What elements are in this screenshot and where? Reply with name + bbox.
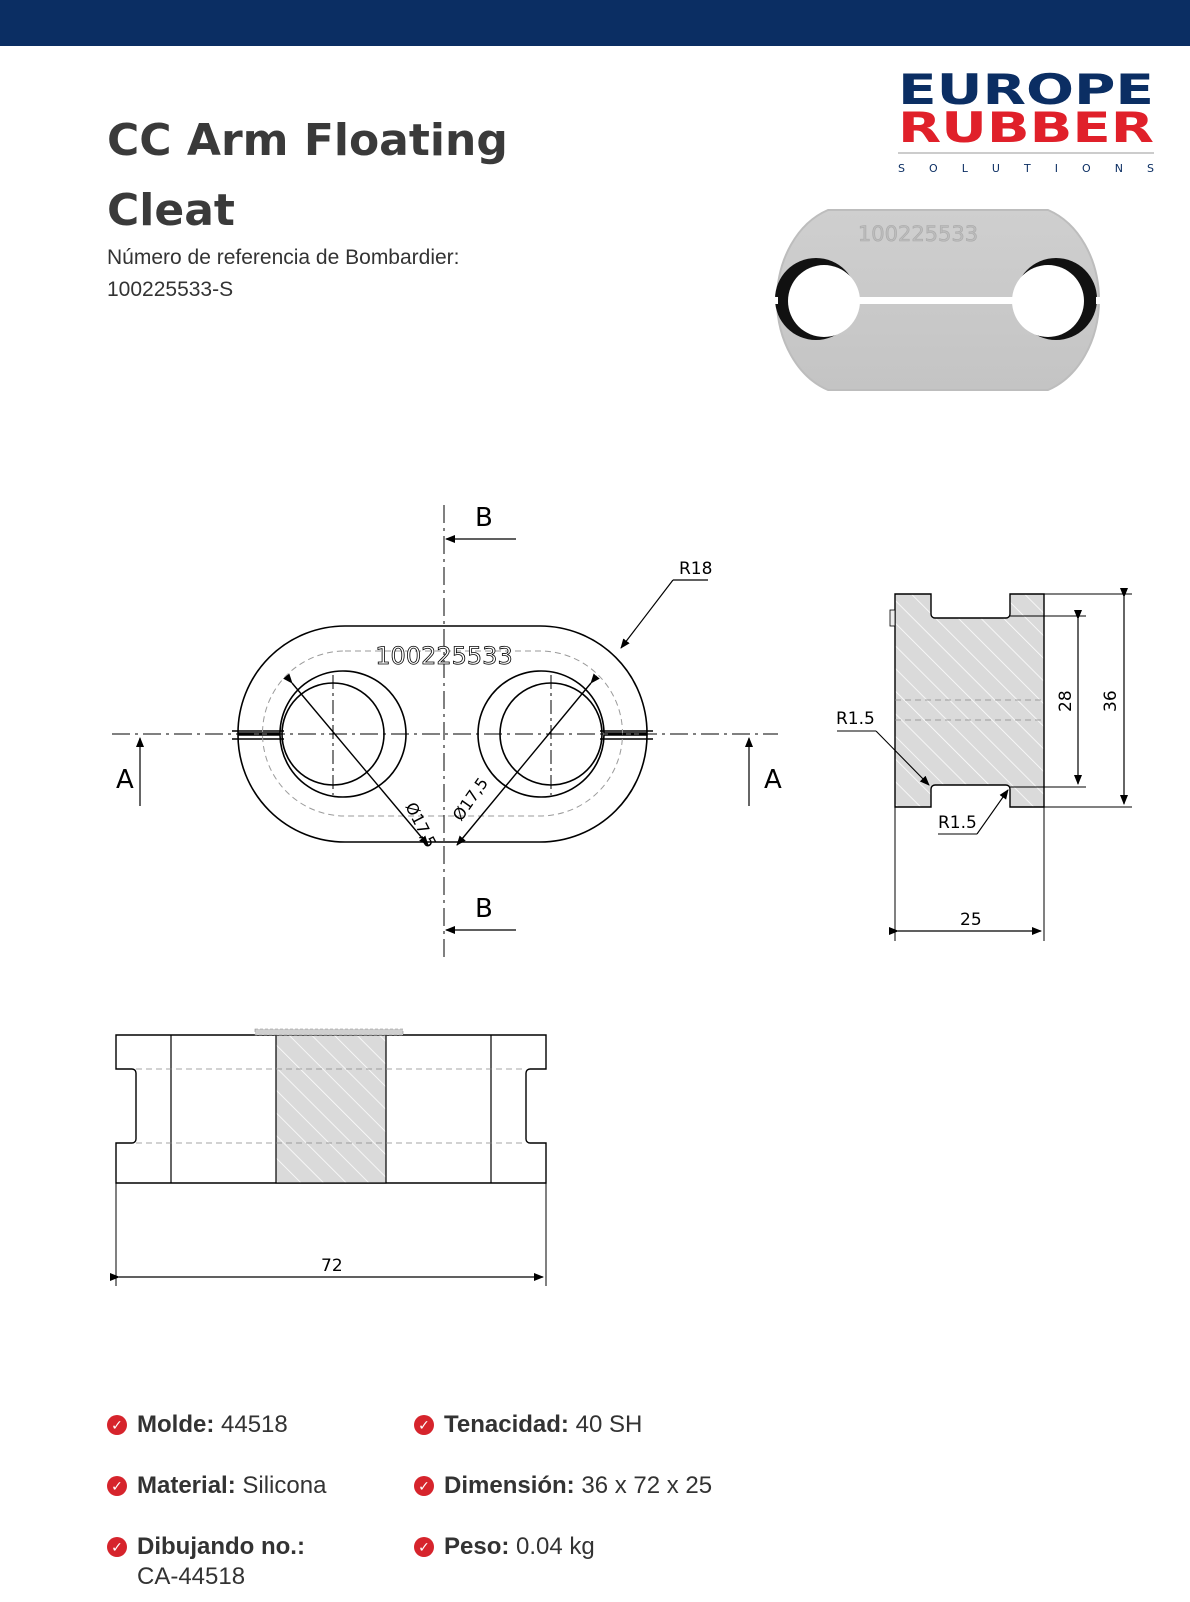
- page-title: CC Arm Floating Cleat: [107, 115, 508, 236]
- check-icon: ✓: [107, 1415, 127, 1435]
- check-icon: ✓: [107, 1537, 127, 1557]
- section-a-right-label: A: [764, 765, 782, 795]
- logo-line-rubber: RUBBER: [898, 103, 1154, 152]
- spec-dibujando-value: CA-44518: [137, 1563, 246, 1590]
- hole-diameter-right-label: Ø17,5: [449, 774, 492, 824]
- dimension-72-label: 72: [321, 1256, 343, 1276]
- top-bar: [0, 0, 1190, 46]
- side-view: [837, 588, 1132, 941]
- product-photo: 100225533: [748, 209, 1128, 391]
- section-a-left-label: A: [116, 765, 134, 795]
- reference-block: Número de referencia de Bombardier: 1002…: [107, 242, 460, 306]
- spec-dimension-label: Dimensión:: [444, 1472, 575, 1499]
- part-number-engraving: 100225533: [375, 642, 512, 670]
- dimension-25-label: 25: [960, 910, 982, 930]
- spec-list: ✓ Molde: 44518 ✓ Material: Silicona ✓ Di…: [107, 1410, 1007, 1600]
- section-b-bottom-label: B: [475, 894, 493, 924]
- spec-molde-label: Molde:: [137, 1411, 215, 1438]
- bottom-view: [110, 1028, 547, 1286]
- brand-logo: EUROPE RUBBER S O L U T I O N S: [898, 70, 1154, 175]
- spec-tenacidad-label: Tenacidad:: [444, 1411, 569, 1438]
- logo-line-solutions: S O L U T I O N S: [898, 162, 1154, 175]
- spec-peso-value: 0.04 kg: [516, 1533, 595, 1560]
- section-b-top-label: B: [475, 503, 493, 533]
- check-icon: ✓: [414, 1415, 434, 1435]
- front-view: [112, 505, 778, 962]
- photo-engraving: 100225533: [858, 222, 978, 246]
- technical-drawing: B B A A R18 100225533 Ø17,5 Ø17,5 R1.5 R…: [110, 503, 1132, 1286]
- check-icon: ✓: [107, 1476, 127, 1496]
- front-view-labels: B B A A R18 100225533 Ø17,5 Ø17,5: [116, 503, 782, 924]
- reference-value: 100225533-S: [107, 278, 234, 301]
- radius-r1-5-lower-label: R1.5: [938, 813, 977, 833]
- logo-line-europe: EUROPE: [898, 70, 1154, 114]
- radius-r18-label: R18: [679, 559, 712, 579]
- spec-dimension-value: 36 x 72 x 25: [581, 1472, 713, 1499]
- spec-tenacidad-value: 40 SH: [575, 1411, 643, 1438]
- dimension-36-label: 36: [1101, 690, 1121, 712]
- spec-material-value: Silicona: [242, 1472, 327, 1499]
- radius-r1-5-upper-label: R1.5: [836, 709, 875, 729]
- spec-peso-label: Peso:: [444, 1533, 510, 1560]
- spec-molde-value: 44518: [221, 1411, 288, 1438]
- hole-diameter-left-label: Ø17,5: [401, 799, 440, 851]
- reference-label: Número de referencia de Bombardier:: [107, 246, 460, 269]
- check-icon: ✓: [414, 1537, 434, 1557]
- side-view-labels: R1.5 R1.5 28 36 25: [836, 690, 1121, 930]
- check-icon: ✓: [414, 1476, 434, 1496]
- spec-material-label: Material:: [137, 1472, 236, 1499]
- dimension-28-label: 28: [1056, 690, 1076, 712]
- spec-dibujando-label: Dibujando no.:: [137, 1533, 305, 1560]
